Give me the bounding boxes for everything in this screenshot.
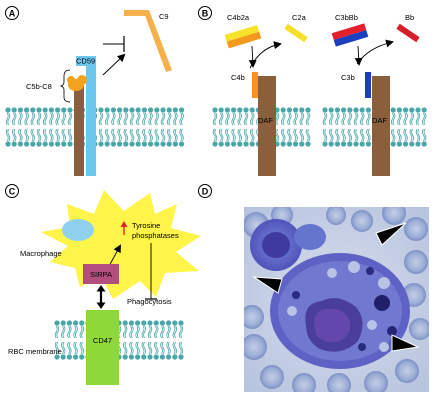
panel-d-letter: D (202, 187, 209, 197)
c3b-label: C3b (341, 73, 355, 82)
cd59-label: CD59 (76, 57, 95, 66)
macrophage-nucleus (62, 219, 94, 241)
sirpa-box (83, 264, 119, 284)
phosphatases-label: phosphatases (132, 231, 179, 240)
c9-protein (124, 10, 172, 72)
panel-c: C Tyrosine phosphatases Phagocytosis Mac… (5, 184, 201, 385)
panel-a-badge (5, 6, 19, 20)
membrane-c (54, 320, 184, 360)
panel-a: A C9 CD59 C5b-C8 (5, 6, 185, 176)
arrowhead-left (252, 276, 283, 294)
daf-right-label: DAF (372, 116, 387, 125)
rbc-membrane-label: RBC membrane (8, 347, 62, 356)
panel-c-letter: C (9, 187, 16, 197)
tyrosine-up-arrow (120, 221, 128, 235)
tyrosine-label: Tyrosine (132, 221, 160, 230)
c9-label: C9 (159, 12, 169, 21)
inhibition-phagocytosis (145, 243, 157, 300)
panel-d: D (198, 184, 429, 392)
panel-b: B C4b2a C2a C4b DAF C3bBb Bb (198, 6, 427, 176)
c5b-c8-label: C5b-C8 (26, 82, 52, 91)
cd47-protein (86, 310, 119, 385)
inhibition-arrow-a (103, 36, 125, 52)
cd59-protein (86, 56, 96, 176)
c4b2a-complex (224, 25, 262, 49)
arrow-a-up (102, 53, 126, 76)
panel-a-letter: A (9, 9, 16, 19)
c5b-c8-brace (59, 69, 71, 103)
arrowhead-top-right (375, 222, 407, 246)
bb-protein (396, 23, 420, 43)
panel-b-letter: B (202, 9, 209, 19)
arrow-b-release-bb (356, 39, 394, 65)
daf-right (372, 76, 390, 176)
c4b2a-label: C4b2a (227, 13, 250, 22)
macrophage-label: Macrophage (20, 249, 62, 258)
c4b-protein (252, 72, 258, 98)
c2a-protein (284, 23, 308, 43)
arrow-b-release-c2a (249, 41, 282, 69)
c5b-c8-stem (74, 80, 84, 176)
rbc-cells (244, 207, 429, 392)
cd47-label: CD47 (93, 336, 112, 345)
sirpa-label: SIRPA (90, 270, 112, 279)
panel-d-badge (198, 184, 212, 198)
panel-c-badge (5, 184, 19, 198)
c4b-label: C4b (231, 73, 245, 82)
daf-left (258, 76, 276, 176)
macrophage-cell (41, 190, 201, 299)
arrowhead-bottom-right (391, 334, 420, 352)
c2a-label: C2a (292, 13, 307, 22)
bb-label: Bb (405, 13, 414, 22)
arrow-b-down-left (248, 45, 257, 68)
blood-smear-micrograph (244, 207, 429, 392)
sirpa-cd47-interaction (96, 285, 106, 309)
c3b-protein (365, 72, 371, 98)
daf-left-label: DAF (258, 116, 273, 125)
phagocytosis-label: Phagocytosis (127, 297, 172, 306)
panel-b-badge (198, 6, 212, 20)
c3bbb-complex (331, 23, 369, 47)
membrane-a (5, 107, 185, 147)
c3bbb-label: C3bBb (335, 13, 358, 22)
arrow-b-down-right (354, 45, 363, 66)
